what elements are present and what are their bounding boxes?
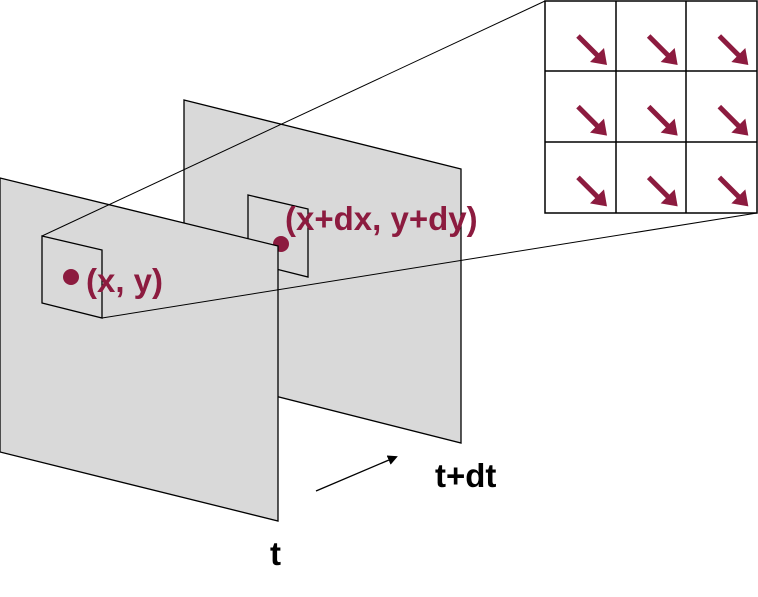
flow-arrow-icon bbox=[576, 34, 607, 65]
flow-arrow-icon bbox=[576, 175, 607, 207]
flow-arrow-icon bbox=[646, 34, 678, 65]
zoom-line-top bbox=[41, 0, 546, 237]
time-arrow-icon bbox=[315, 455, 398, 492]
point-t-label: (x, y) bbox=[86, 262, 163, 299]
flow-arrow-icon bbox=[646, 104, 678, 136]
time-t-dt-label: t+dt bbox=[435, 457, 496, 494]
flow-arrow-icon bbox=[717, 34, 749, 65]
flow-vector-grid bbox=[544, 0, 758, 214]
flow-arrow-icon bbox=[717, 175, 749, 207]
time-t-label: t bbox=[270, 535, 281, 572]
flow-arrow-icon bbox=[576, 104, 607, 136]
point-t-dt-label: (x+dx, y+dy) bbox=[285, 200, 478, 237]
zoom-line-bottom bbox=[101, 212, 758, 319]
flow-arrow-icon bbox=[717, 104, 749, 136]
flow-arrow-icon bbox=[646, 175, 678, 207]
point-t-dot bbox=[63, 269, 79, 285]
